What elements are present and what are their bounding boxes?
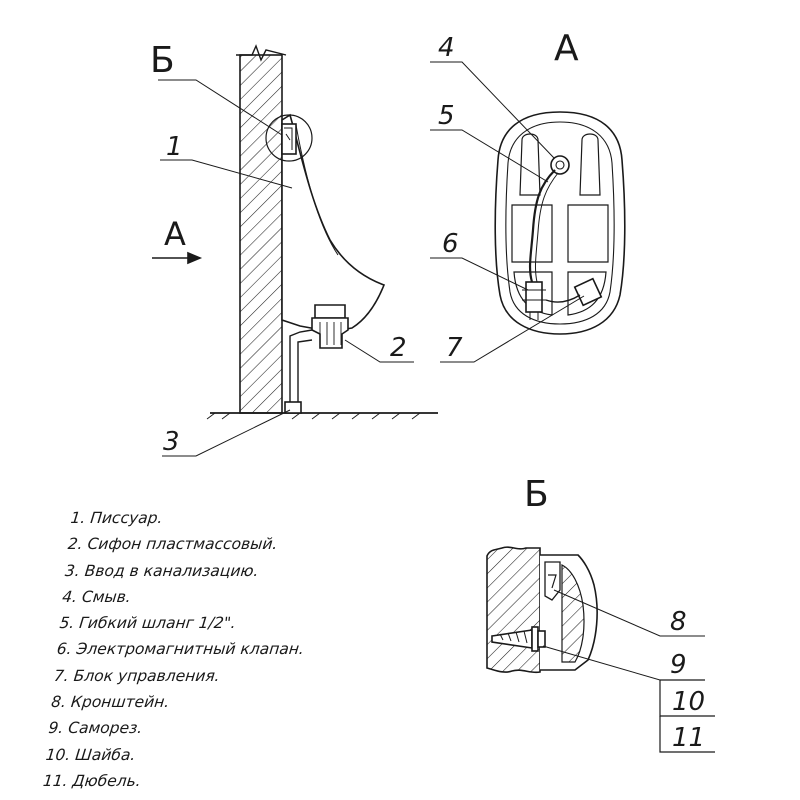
wall-hatch [239, 54, 283, 414]
control-cable [545, 294, 581, 303]
callout-11: 11 [672, 723, 705, 753]
callout-10: 10 [672, 687, 705, 717]
legend-item: 7. Блок управления. [53, 666, 221, 685]
callout-8: 8 [670, 607, 687, 637]
leader-b [158, 79, 283, 136]
legend-item: 5. Гибкий шланг 1/2". [58, 614, 237, 633]
siphon-body [311, 317, 349, 349]
rib-pockets [511, 204, 609, 316]
urinal-inner-line [295, 124, 339, 256]
flexible-hose-inner [534, 172, 559, 283]
detail-washer [531, 626, 539, 652]
side-section-view [152, 44, 438, 457]
view-a-arrowhead [187, 251, 203, 265]
wall-break-line [236, 44, 287, 62]
callout-3: 3 [163, 427, 180, 457]
detail-b-view [486, 546, 715, 753]
legend-item: 3. Ввод в канализацию. [64, 561, 260, 580]
legend-item: 10. Шайба. [44, 745, 137, 764]
flush-bracket-detail [284, 127, 293, 150]
detail-b-circle [265, 114, 313, 162]
urinal-back-outline [494, 111, 626, 335]
floor-hatch [206, 412, 421, 420]
callout-9: 9 [670, 650, 687, 680]
flush-nut-inner [555, 160, 565, 170]
view-a-label: А [554, 28, 579, 69]
drain-pipe [289, 329, 313, 402]
detail-hook [548, 574, 557, 589]
detail-urinal-hatch [561, 564, 585, 663]
legend-item: 11. Дюбель. [42, 771, 142, 790]
urinal-body [281, 113, 386, 331]
top-slot-right [579, 133, 601, 196]
parts-legend: 1. Писсуар. 2. Сифон пластмассовый. 3. В… [42, 505, 320, 794]
legend-item: 2. Сифон пластмассовый. [66, 535, 279, 554]
detail-dowel-ribs [499, 630, 528, 644]
solenoid-valve-detail [522, 289, 546, 320]
flush-nut-outer [550, 155, 570, 175]
siphon-ribs [319, 322, 342, 345]
front-view-a [430, 61, 626, 363]
callout-1: 1 [166, 132, 183, 162]
section-b-label: Б [150, 40, 175, 81]
callout-7: 7 [446, 333, 463, 363]
callout-4: 4 [438, 33, 455, 63]
arrow-a-label: А [164, 215, 186, 253]
leader-6 [430, 257, 529, 291]
leader-7 [440, 295, 585, 363]
sewer-inlet [284, 401, 302, 414]
detail-bracket [544, 561, 561, 601]
callout-5: 5 [438, 101, 455, 131]
leader-1 [160, 159, 293, 189]
legend-item: 6. Электромагнитный клапан. [55, 640, 305, 659]
detail-screw-head [537, 630, 546, 648]
leader-8 [553, 589, 705, 637]
urinal-back-inner [505, 121, 615, 325]
flexible-hose [528, 169, 556, 283]
detail-b-label: Б [524, 474, 549, 515]
leader-2 [344, 339, 414, 363]
callout-6: 6 [442, 229, 459, 259]
siphon-top [314, 304, 346, 319]
leader-5 [430, 129, 549, 183]
legend-item: 1. Писсуар. [69, 509, 164, 527]
legend-item: 9. Саморез. [47, 719, 144, 738]
label-box-11 [659, 716, 715, 753]
detail-wall-hatch [486, 546, 541, 674]
top-slot-left [519, 133, 541, 196]
leader-4 [430, 61, 555, 159]
solenoid-valve [525, 281, 543, 313]
callout-2: 2 [390, 333, 407, 363]
legend-item: 8. Кронштейн. [50, 693, 171, 712]
leader-3 [162, 409, 291, 457]
legend-item: 4. Смыв. [61, 587, 132, 606]
